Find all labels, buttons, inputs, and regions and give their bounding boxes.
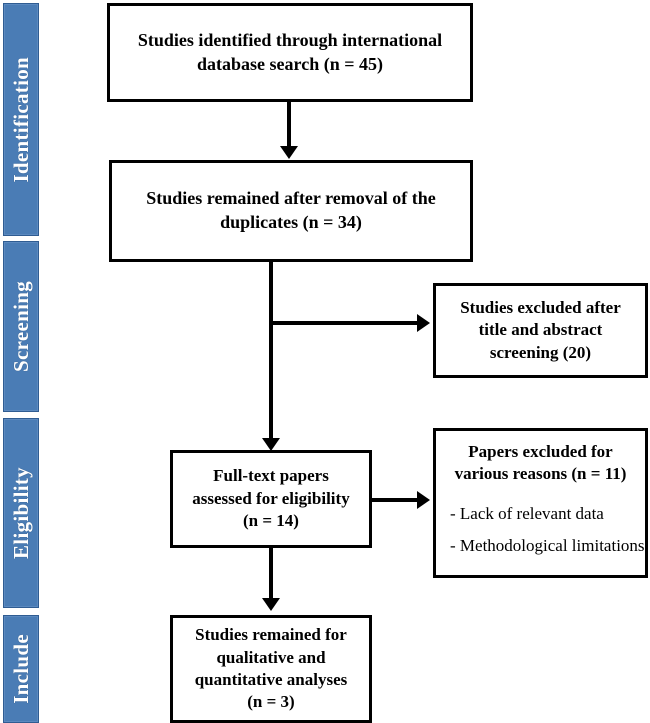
node-fulltext-assessed-text: Full-text papers assessed for eligibilit…	[192, 466, 350, 531]
stage-label-eligibility: Eligibility	[8, 467, 33, 559]
connector-fulltext-to-excluded-ft	[372, 498, 419, 502]
node-fulltext-assessed: Full-text papers assessed for eligibilit…	[170, 450, 372, 548]
node-excluded-title-abstract: Studies excluded after title and abstrac…	[433, 283, 648, 378]
connector-deduped-trunk	[269, 262, 273, 446]
connector-deduped-to-excluded-ta	[269, 321, 419, 325]
arrowhead-fulltext-to-included	[262, 598, 280, 611]
arrowhead-deduped-to-fulltext	[262, 438, 280, 451]
connector-identified-to-deduped	[287, 102, 291, 148]
arrowhead-identified-to-deduped	[280, 146, 298, 159]
node-excluded-title-abstract-text: Studies excluded after title and abstrac…	[460, 297, 621, 362]
node-papers-excluded-reasons-text: Papers excluded for various reasons (n =…	[454, 442, 627, 484]
node-papers-excluded-reasons: Papers excluded for various reasons (n =…	[433, 428, 648, 578]
node-studies-after-duplicates-text: Studies remained after removal of the du…	[146, 188, 436, 232]
stage-label-identification: Identification	[8, 56, 33, 183]
reason-item: - Methodological limitations	[450, 535, 645, 555]
node-papers-excluded-reason-list: - Lack of relevant data - Methodological…	[444, 494, 645, 558]
stage-bar-include: Include	[3, 615, 39, 723]
connector-fulltext-to-included	[269, 548, 273, 600]
stage-label-screening: Screening	[8, 281, 33, 372]
reason-item: - Lack of relevant data	[450, 503, 604, 523]
stage-bar-eligibility: Eligibility	[3, 418, 39, 608]
node-studies-identified-text: Studies identified through international…	[137, 29, 443, 74]
stage-bar-screening: Screening	[3, 241, 39, 412]
node-studies-included: Studies remained for qualitative and qua…	[170, 615, 372, 723]
node-studies-after-duplicates: Studies remained after removal of the du…	[109, 160, 473, 262]
stage-bar-identification: Identification	[3, 3, 39, 236]
arrowhead-deduped-to-excluded-ta	[417, 314, 430, 332]
arrowhead-fulltext-to-excluded-ft	[417, 491, 430, 509]
node-studies-identified: Studies identified through international…	[107, 3, 473, 102]
stage-label-include: Include	[8, 634, 33, 704]
node-studies-included-text: Studies remained for qualitative and qua…	[194, 625, 348, 712]
